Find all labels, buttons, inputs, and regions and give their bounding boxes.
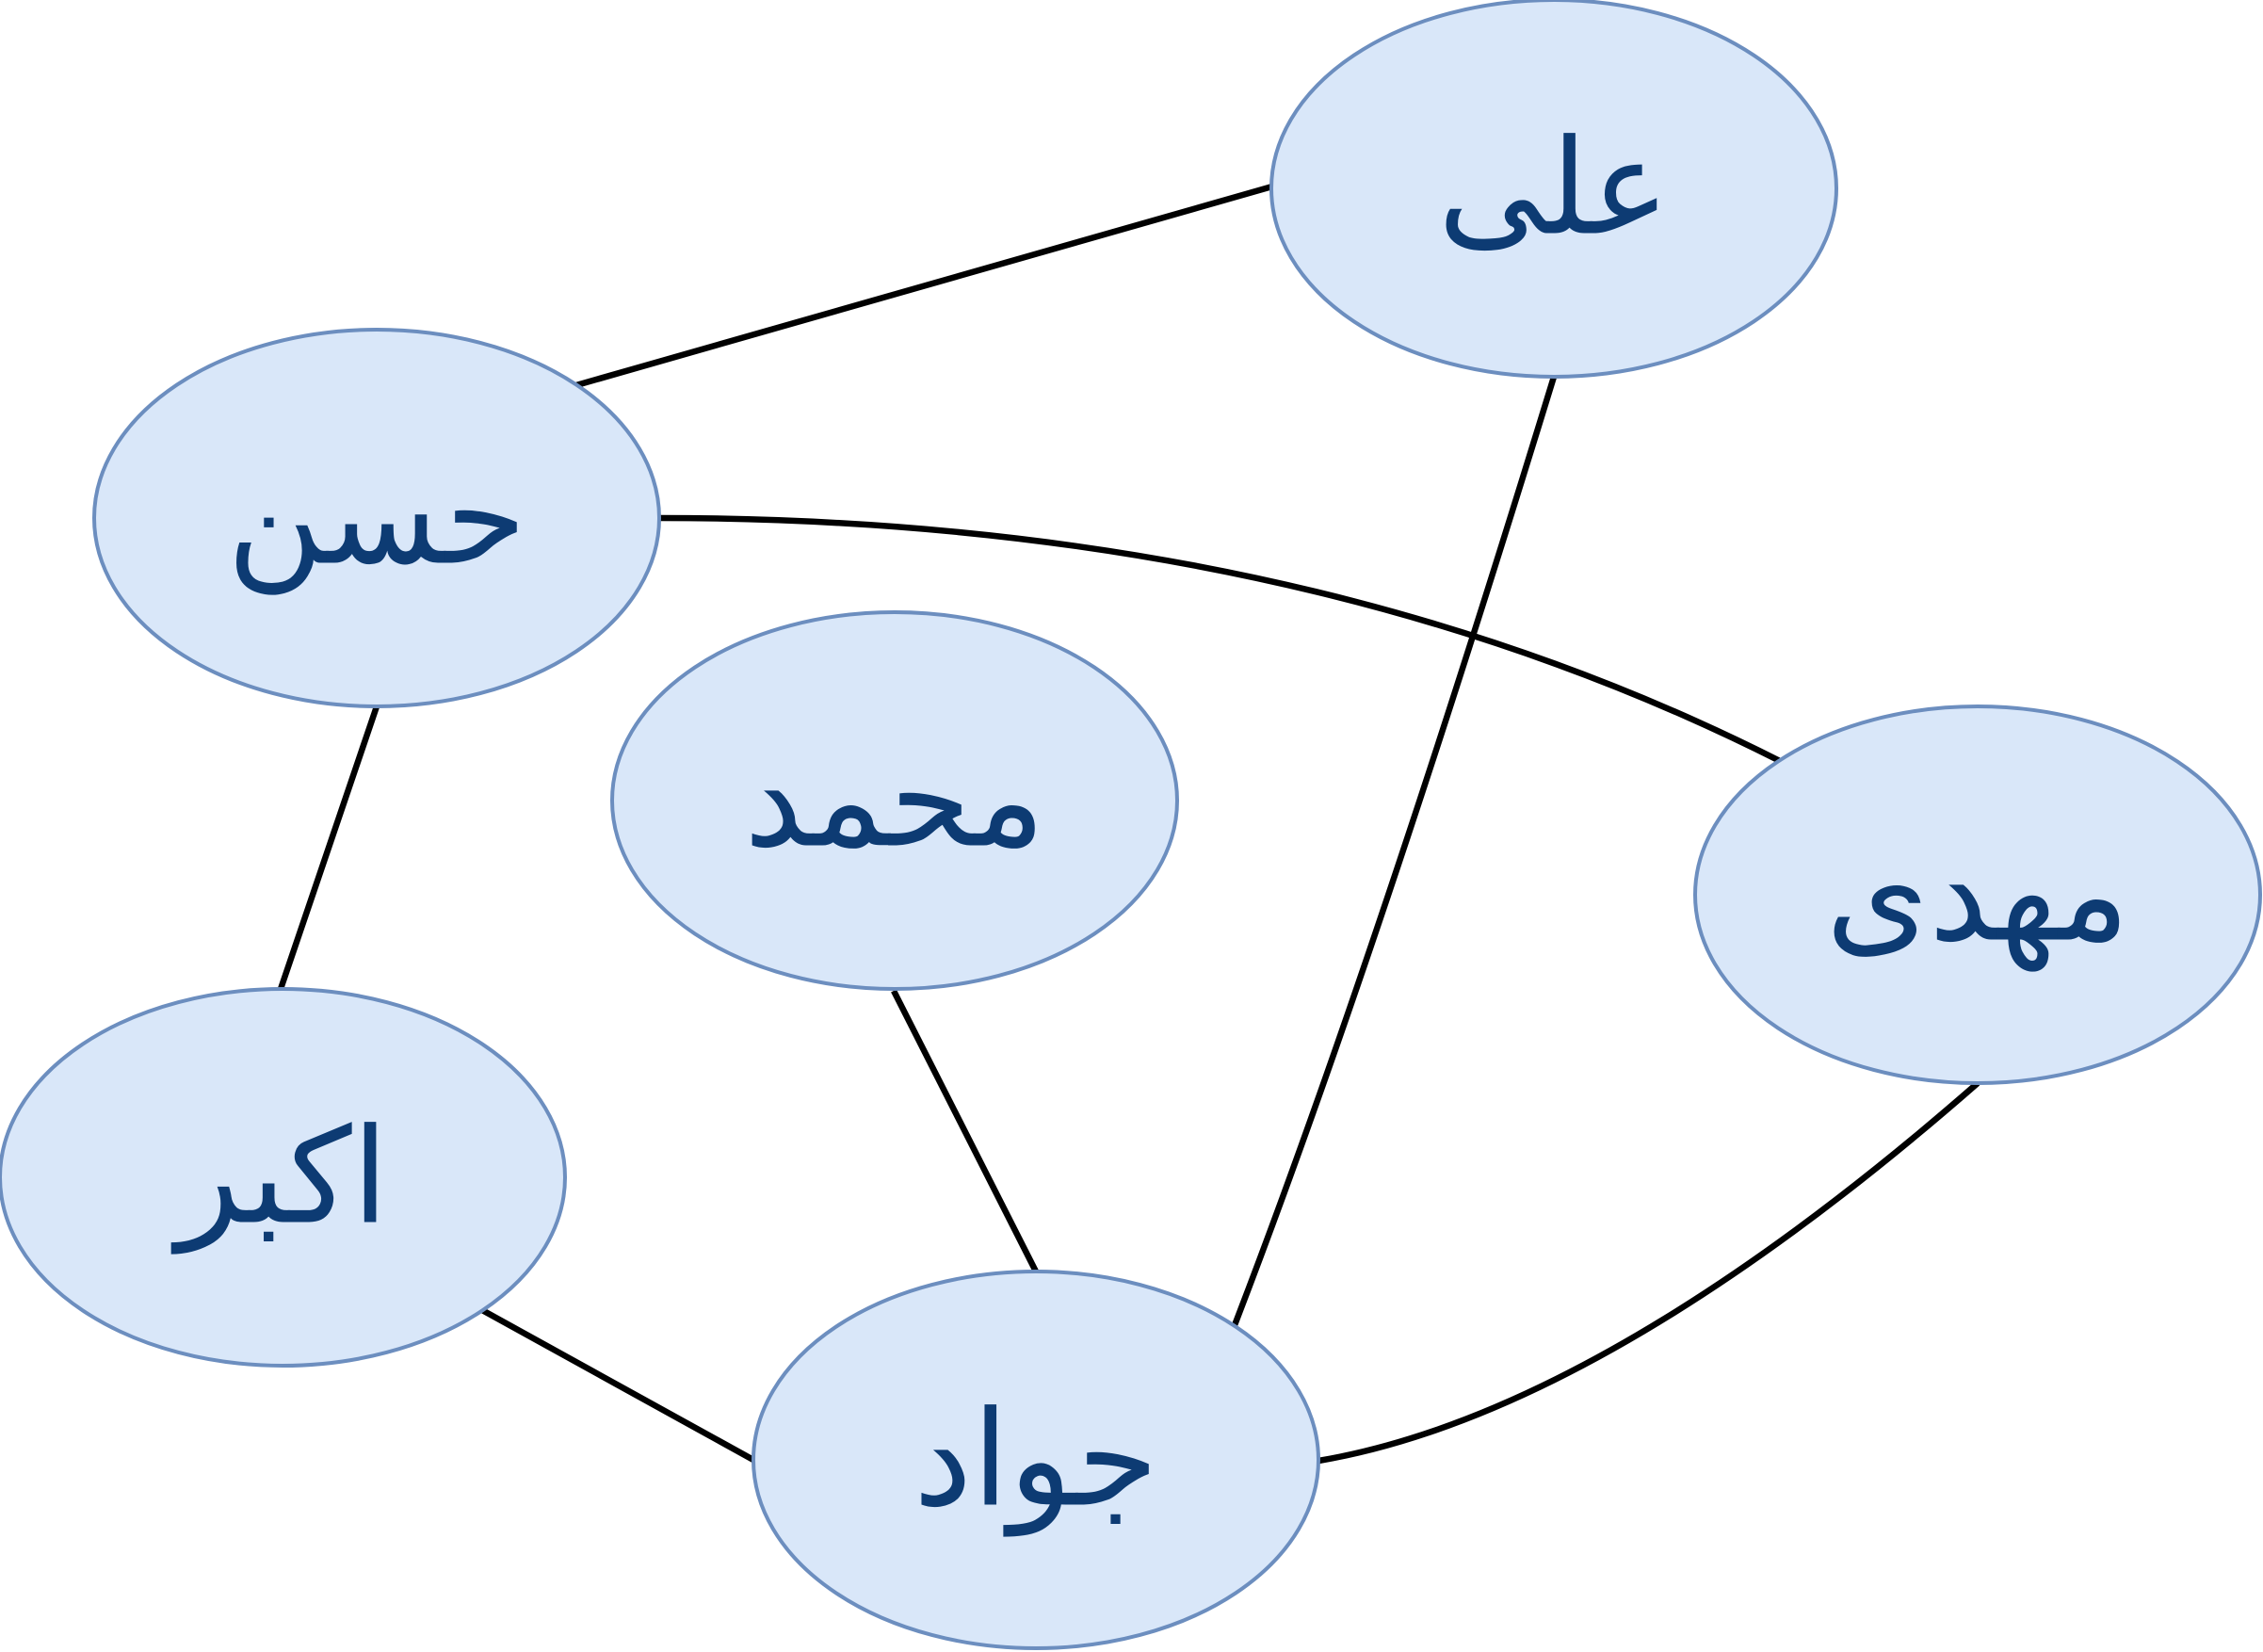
edge-hasan-ali <box>575 183 1273 389</box>
node-mohammad-shape <box>610 610 1179 991</box>
edge-hasan-mahdi <box>658 514 1782 764</box>
edges-layer <box>276 183 1980 1465</box>
edge-mohammad-javad <box>891 989 1040 1275</box>
node-akbar-label: اکبر <box>170 1101 388 1255</box>
node-mohammad-label: محمد <box>744 724 1045 878</box>
node-hasan-label: حسن <box>227 442 526 595</box>
node-ali[interactable]: علی <box>1269 0 1838 379</box>
edge-ali-javad <box>1231 376 1558 1327</box>
node-javad-shape <box>752 1270 1320 1650</box>
node-hasan-shape <box>92 328 661 708</box>
edge-javad-mahdi <box>1317 1080 1980 1465</box>
node-javad[interactable]: جواد <box>752 1270 1320 1650</box>
node-akbar-shape <box>0 987 567 1368</box>
node-mahdi-shape <box>1693 705 2262 1085</box>
node-akbar[interactable]: اکبر <box>0 987 567 1368</box>
edge-hasan-akbar <box>276 705 380 994</box>
node-mahdi[interactable]: مهدی <box>1693 705 2262 1085</box>
node-ali-label: علی <box>1438 112 1671 266</box>
edge-akbar-javad <box>480 1307 755 1463</box>
node-mohammad[interactable]: محمد <box>610 610 1179 991</box>
node-ali-shape <box>1269 0 1838 379</box>
node-mahdi-label: مهدی <box>1826 818 2130 972</box>
node-javad-label: جواد <box>913 1384 1158 1537</box>
node-hasan[interactable]: حسن <box>92 328 661 708</box>
